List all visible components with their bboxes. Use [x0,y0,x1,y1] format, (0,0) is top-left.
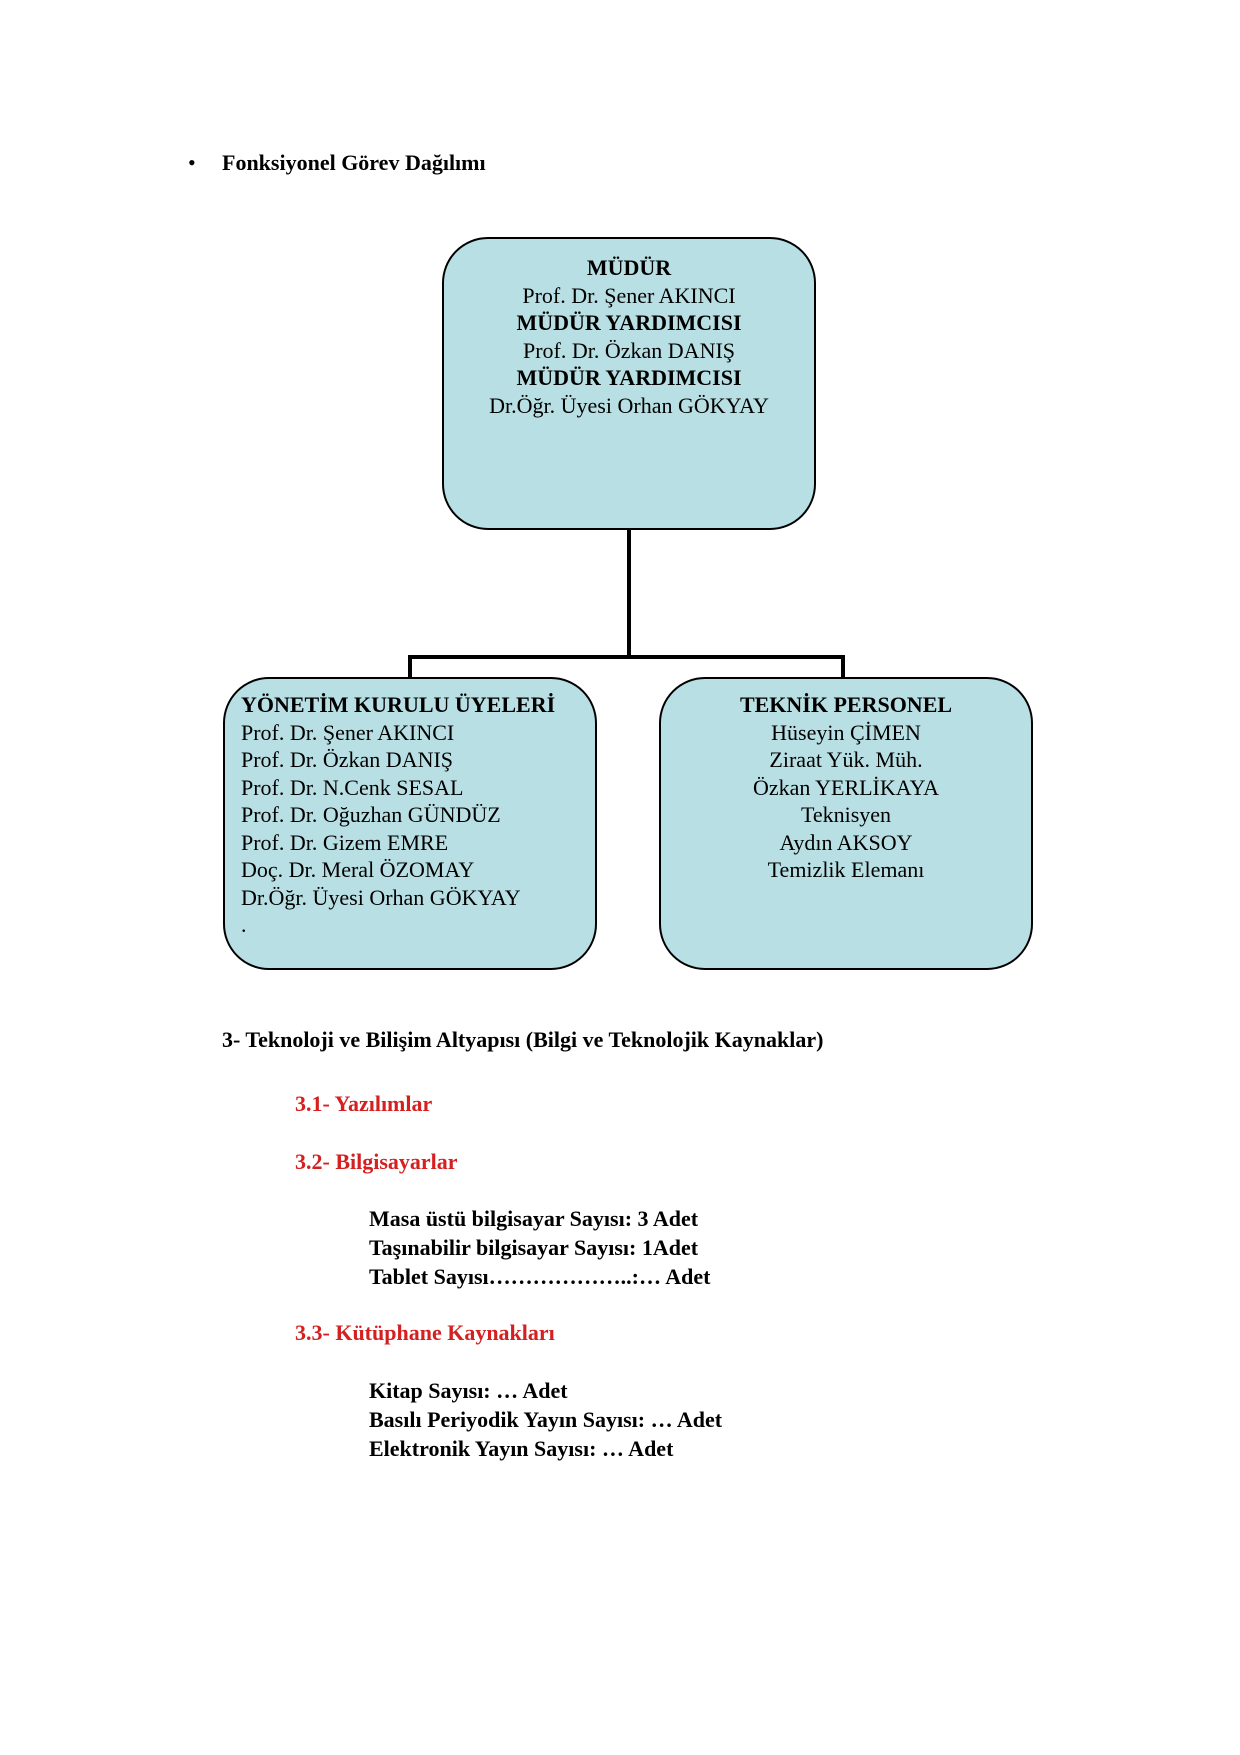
software-subtitle: 3.1- Yazılımlar [295,1091,433,1116]
box-role-title: MÜDÜR [586,255,672,280]
box-person-line: Prof. Dr. Gizem EMRE [241,829,449,855]
computers-list-item: Tablet Sayısı………………..:… Adet [369,1264,711,1289]
box-person-line: Prof. Dr. Özkan DANIŞ [241,747,454,772]
box-person-line: Temizlik Elemanı [767,857,925,882]
library-list-item: Elektronik Yayın Sayısı: … Adet [369,1436,674,1461]
box-person-line: Hüseyin ÇİMEN [771,719,921,745]
library-subtitle: 3.3- Kütüphane Kaynakları [295,1320,555,1345]
box-role-title: TEKNİK PERSONEL [739,692,953,717]
computers-list-item: Masa üstü bilgisayar Sayısı: 3 Adet [369,1206,699,1231]
box-person-line: Özkan YERLİKAYA [753,774,939,800]
library-list-item: Basılı Periyodik Yayın Sayısı: … Adet [369,1407,723,1432]
box-person-line: Doç. Dr. Meral ÖZOMAY [241,857,475,882]
box-person-line: Prof. Dr. Oğuzhan GÜNDÜZ [241,802,501,827]
box-person-line: Ziraat Yük. Müh. [769,747,923,772]
box-role-title: YÖNETİM KURULU ÜYELERİ [241,692,556,717]
box-role-title: MÜDÜR YARDIMCISI [516,365,742,390]
box-person-line: Teknisyen [800,802,892,827]
computers-list-item: Taşınabilir bilgisayar Sayısı: 1Adet [369,1235,699,1260]
computers-subtitle: 3.2- Bilgisayarlar [295,1149,458,1174]
library-list-item: Kitap Sayısı: … Adet [369,1378,568,1403]
bullet-glyph: • [188,150,196,175]
connector-horizontal [408,655,845,659]
box-person-line: Prof. Dr. Şener AKINCI [241,719,455,745]
box-person-line: Aydın AKSOY [779,829,913,855]
box-person-line: Dr.Öğr. Üyesi Orhan GÖKYAY [489,392,769,418]
box-person-line: . [241,912,247,937]
computers-list: Masa üstü bilgisayar Sayısı: 3 Adet Taşı… [369,1204,710,1291]
box-person-line: Prof. Dr. N.Cenk SESAL [241,774,464,800]
connector-vertical-main [627,530,631,657]
box-person-line: Prof. Dr. Şener AKINCI [522,282,736,308]
section-title: Fonksiyonel Görev Dağılımı [222,150,486,175]
box-person-line: Dr.Öğr. Üyesi Orhan GÖKYAY [241,884,521,910]
technology-section-title: 3- Teknoloji ve Bilişim Altyapısı (Bilgi… [222,1027,824,1052]
connector-left-drop [408,655,412,679]
library-list: Kitap Sayısı: … Adet Basılı Periyodik Ya… [369,1376,722,1463]
box-person-line: Prof. Dr. Özkan DANIŞ [522,337,736,363]
box-role-title: MÜDÜR YARDIMCISI [516,310,742,335]
connector-right-drop [841,655,845,679]
